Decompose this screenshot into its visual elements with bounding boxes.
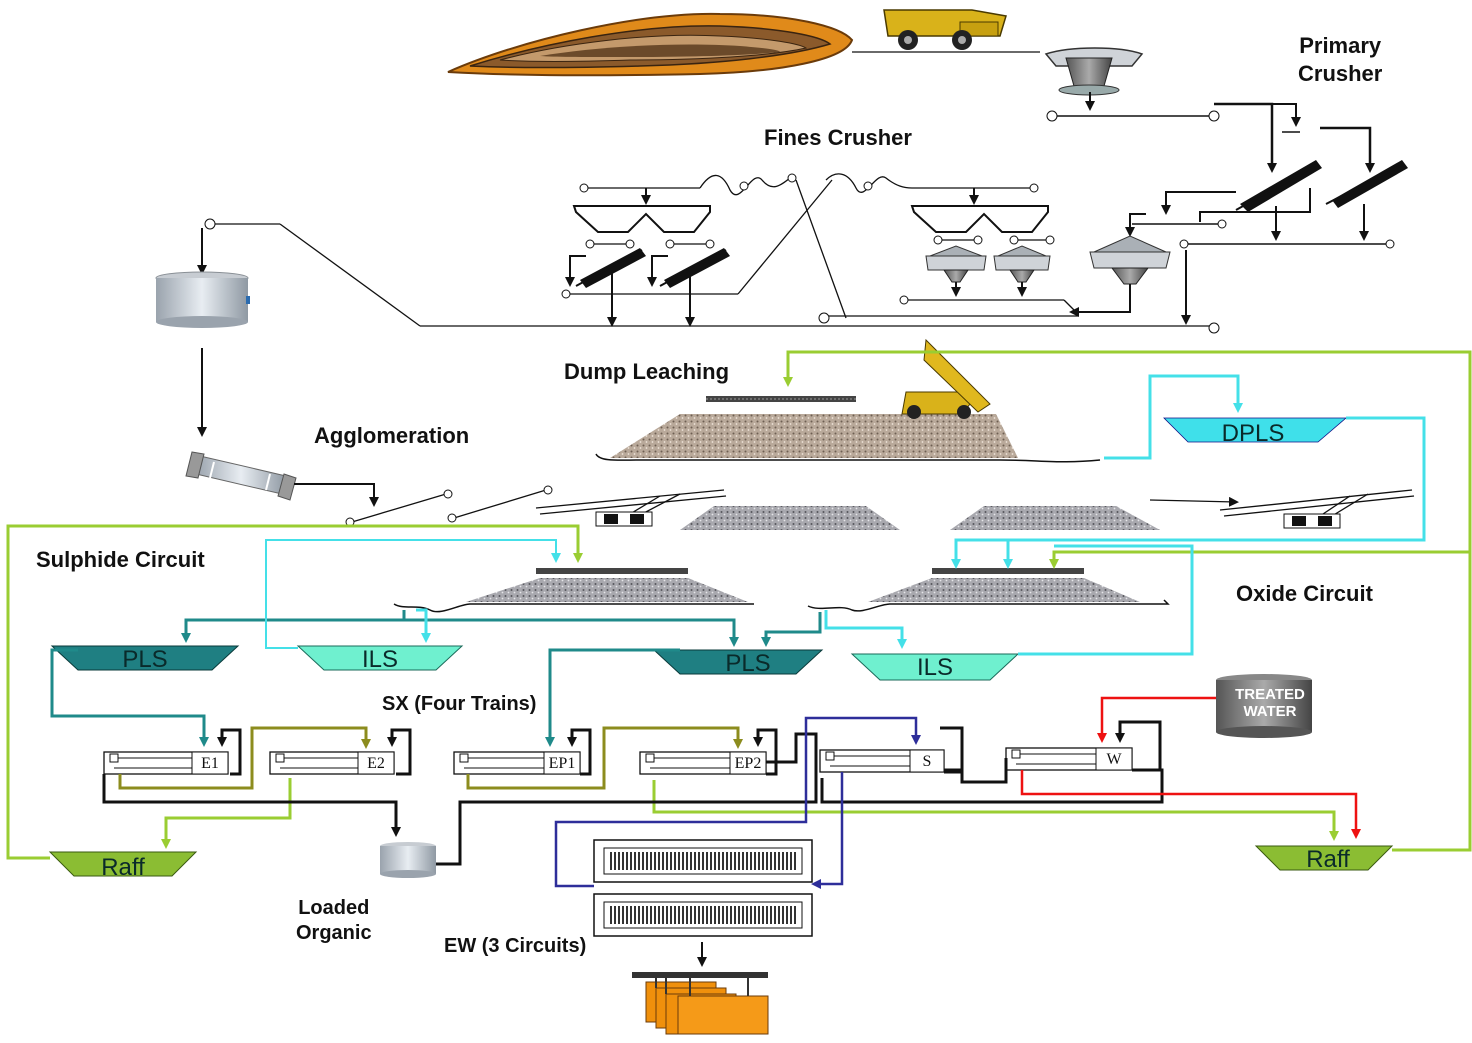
primary-screen-1 <box>1235 160 1322 212</box>
agglomeration-label: Agglomeration <box>314 423 470 448</box>
secondary-cone-crusher <box>1089 235 1171 285</box>
fines-crusher-label: Fines Crusher <box>764 125 912 150</box>
cell-label-s: S <box>922 753 932 770</box>
organic-lines <box>118 726 743 790</box>
stacker-right <box>1219 489 1415 529</box>
oxide-circuit-label: Oxide Circuit <box>1236 581 1373 606</box>
pls-tank-1 <box>50 645 240 671</box>
treated-water-label: TREATED WATER <box>1235 686 1305 721</box>
dump-leach-heap <box>595 396 1101 463</box>
fines-crusher-area <box>204 173 1220 334</box>
primary-screen-2 <box>1325 160 1408 208</box>
dpls-tank <box>1163 417 1348 443</box>
cell-label-ep2: EP2 <box>734 755 762 772</box>
ils-tank-1 <box>296 645 464 671</box>
strip-electrolyte-lines <box>554 716 921 889</box>
ils-label-1: ILS <box>361 646 399 673</box>
cell-label-ep1: EP1 <box>548 755 576 772</box>
dump-truck <box>901 338 991 419</box>
loaded-organic-lines <box>102 720 1164 866</box>
copper-cathodes <box>632 972 769 1035</box>
loaded-organic-tank <box>380 842 436 878</box>
sx-cell-e1 <box>103 751 229 775</box>
cell-label-w: W <box>1106 751 1122 768</box>
tertiary-cone-crusher-1 <box>925 245 987 283</box>
primary-crusher-label: Primary Crusher <box>1298 33 1383 86</box>
sulphide-circuit-label: Sulphide Circuit <box>36 547 205 572</box>
haul-truck <box>883 9 1007 50</box>
sx-cell-e2 <box>269 751 395 775</box>
cell-label-e1: E1 <box>201 755 219 772</box>
ils-tank-2 <box>850 653 1020 681</box>
loaded-organic-label: Loaded Organic <box>296 897 372 944</box>
raff-label-2: Raff <box>1306 846 1350 873</box>
treated-water-tank <box>1216 674 1312 738</box>
sx-cell-ep1 <box>453 751 581 775</box>
raff-tank-2 <box>1254 845 1394 871</box>
agglomeration-drum <box>185 451 297 501</box>
sx-cell-s <box>819 749 945 773</box>
raffinate-lines <box>6 350 1472 860</box>
ew-label: EW (3 Circuits) <box>444 935 587 957</box>
stacker-left <box>535 489 727 527</box>
ew-cell-2 <box>593 893 813 937</box>
sx-cell-ep2 <box>639 751 767 775</box>
sx-label: SX (Four Trains) <box>382 693 537 715</box>
pls-lines <box>50 610 822 747</box>
fine-ore-storage-silo <box>155 271 250 328</box>
tertiary-cone-crusher-2 <box>993 245 1051 283</box>
oxide-heap <box>807 568 1170 612</box>
raff-tank-1 <box>48 851 198 877</box>
ils-label-2: ILS <box>916 654 954 681</box>
pls-label-1: PLS <box>122 646 168 673</box>
cell-label-e2: E2 <box>367 755 385 772</box>
primary-crusher <box>1044 47 1144 96</box>
pls-tank-2 <box>652 649 824 675</box>
ils-lines <box>265 374 1426 656</box>
ew-cell-1 <box>593 839 813 883</box>
pls-label-2: PLS <box>725 650 771 677</box>
treated-water-lines <box>1020 696 1361 839</box>
open-pit-mine <box>447 12 854 77</box>
raff-label-1: Raff <box>101 854 145 881</box>
dump-leaching-label: Dump Leaching <box>564 359 730 384</box>
sulphide-heap <box>393 568 754 613</box>
dpls-label: DPLS <box>1221 420 1285 447</box>
